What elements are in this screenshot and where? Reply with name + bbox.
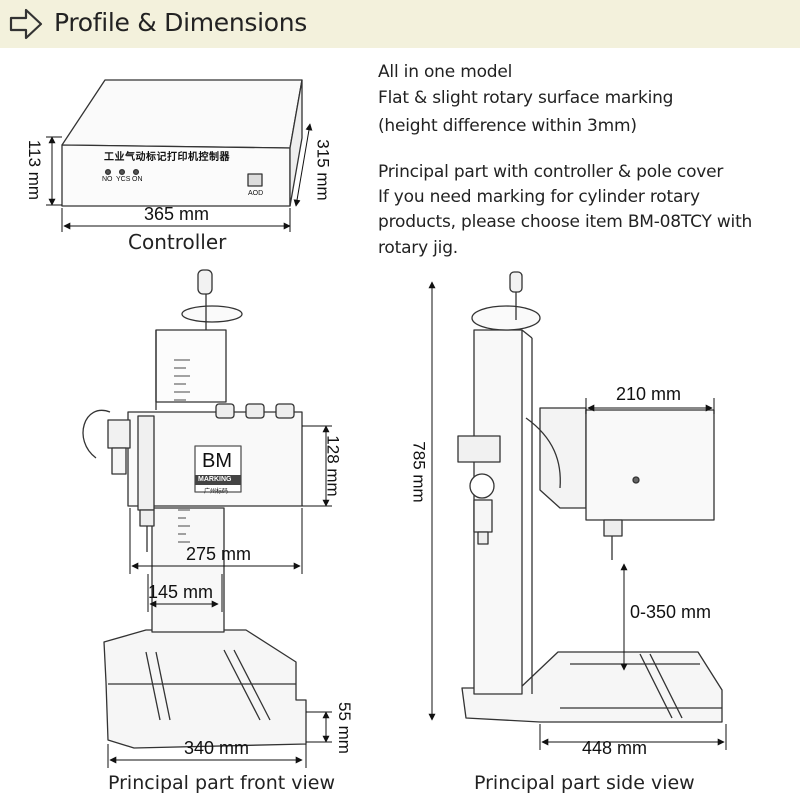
desc-line-2: Flat & slight rotary surface marking — [378, 88, 674, 108]
front-base-height-label: 55 mm — [334, 702, 354, 754]
side-view-drawing — [457, 271, 723, 723]
front-head-width-label: 275 mm — [186, 544, 252, 564]
arrow-right-outline-icon — [8, 6, 44, 46]
front-base-width-label: 340 mm — [184, 738, 250, 758]
desc-line-6: products, please choose item BM-08TCY wi… — [378, 212, 753, 232]
controller-depth-label: 315 mm — [313, 139, 333, 201]
logo-subtext: MARKING — [198, 476, 232, 483]
side-base-depth-label: 448 mm — [582, 738, 648, 758]
side-view-dimension-lines — [428, 281, 727, 750]
controller-panel-text: 工业气动标记打印机控制器 — [104, 152, 230, 163]
controller-height-label: 113 mm — [25, 139, 45, 201]
front-view-drawing — [82, 269, 307, 749]
controller-button-label-2: YCS — [116, 176, 131, 183]
controller-button-label-3: ON — [132, 176, 143, 183]
desc-line-3: (height difference within 3mm) — [378, 116, 637, 136]
desc-line-7: rotary jig. — [378, 238, 458, 258]
side-total-height-label: 785 mm — [409, 441, 429, 503]
controller-width-label: 365 mm — [144, 204, 210, 224]
side-view-caption: Principal part side view — [474, 772, 695, 794]
side-stroke-label: 0-350 mm — [630, 602, 712, 622]
front-view-dimension-lines — [107, 425, 332, 768]
desc-line-1: All in one model — [378, 62, 513, 82]
page-title: Profile & Dimensions — [54, 8, 308, 37]
front-offset-label: 145 mm — [148, 582, 214, 602]
side-head-depth-label: 210 mm — [616, 384, 682, 404]
desc-line-4: Principal part with controller & pole co… — [378, 162, 724, 182]
desc-line-5: If you need marking for cylinder rotary — [378, 187, 700, 207]
logo-text: BM — [202, 450, 232, 472]
controller-box-drawing — [61, 79, 303, 207]
logo-chinese-text: 广州标码 — [204, 489, 229, 495]
controller-button-label-1: NO — [102, 176, 113, 183]
controller-dimension-lines — [46, 123, 313, 232]
front-head-height-label: 128 mm — [323, 435, 343, 497]
front-view-caption: Principal part front view — [108, 772, 335, 794]
header-bar: Profile & Dimensions — [0, 0, 800, 48]
controller-switch-label: AOD — [248, 190, 264, 197]
controller-caption: Controller — [128, 230, 227, 254]
